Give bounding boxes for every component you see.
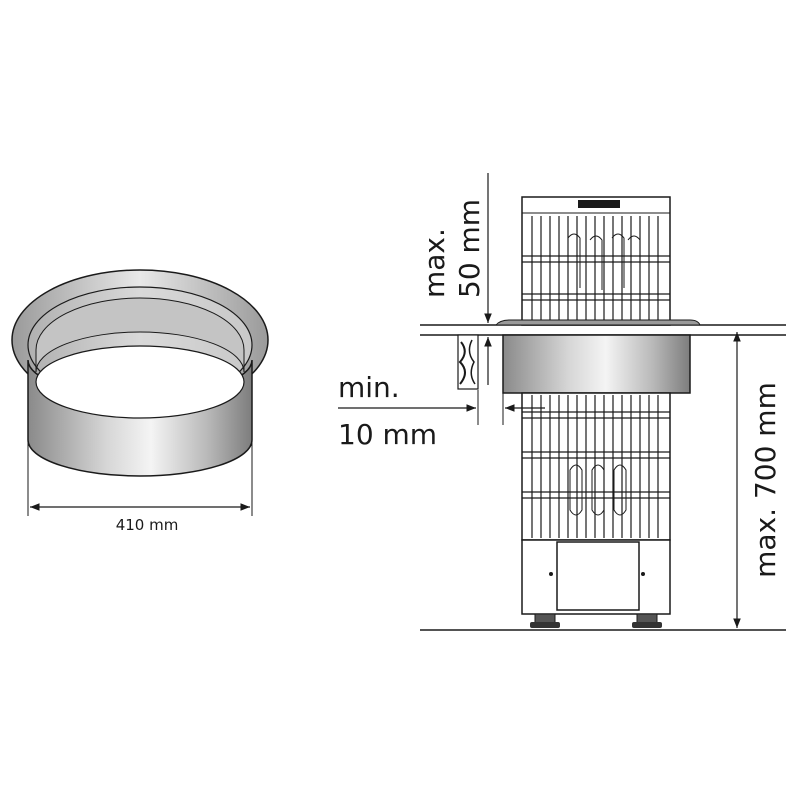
side-gap-prefix: min.: [338, 371, 400, 404]
ring-inner-wall: [35, 297, 245, 373]
heater-logo: [578, 200, 620, 208]
ring-top-flange: [494, 319, 701, 326]
side-gap-dimension: [338, 390, 545, 425]
wall-section: [457, 334, 479, 390]
protective-ring-section: [502, 334, 691, 394]
top-gap-value: 50 mm: [453, 199, 486, 298]
heater-upper-grille: [521, 196, 671, 326]
top-gap-prefix: max.: [418, 228, 451, 298]
control-panel: [556, 541, 640, 611]
protective-ring: 410 mm: [11, 269, 269, 534]
ring-width-label: 410 mm: [116, 516, 179, 534]
heater-installation: min. 10 mm max. 50 mm max. 700 mm: [338, 173, 786, 631]
height-label: max. 700 mm: [749, 382, 782, 578]
heater-lower-grille: [521, 392, 671, 541]
ring-opening: [35, 345, 245, 419]
side-gap-value: 10 mm: [338, 418, 437, 451]
heater-base: [521, 539, 671, 628]
